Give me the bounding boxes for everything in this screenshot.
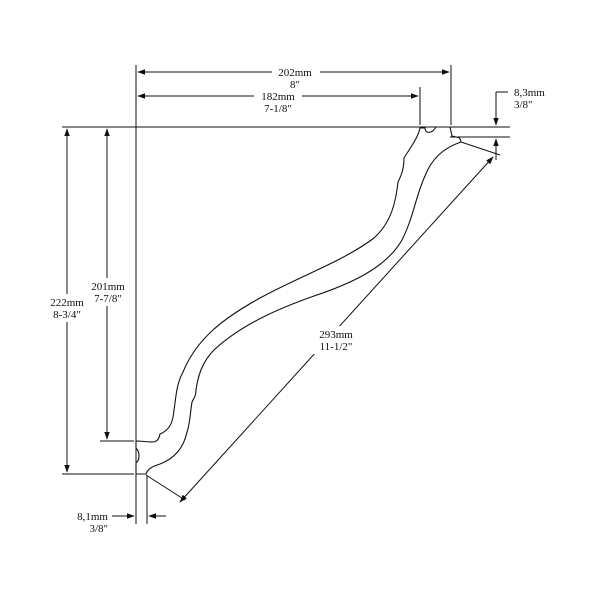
top-outer-metric: 202mm xyxy=(278,67,312,79)
diagonal-metric: 293mm xyxy=(319,329,353,341)
diagonal-imperial: 11-1/2" xyxy=(320,341,353,353)
left-inner-imperial: 7-7/8" xyxy=(94,293,122,305)
extension-lines xyxy=(62,65,510,524)
left-inner-metric: 201mm xyxy=(91,281,125,293)
bottom-left-small-metric: 8,1mm xyxy=(77,511,108,523)
molding-profile-outline xyxy=(135,126,462,475)
top-inner-imperial: 7-1/8" xyxy=(264,103,292,115)
dimension-labels: 202mm 8" 182mm 7-1/8" 8,3mm 3/8" 222mm 8… xyxy=(44,62,545,535)
left-outer-imperial: 8-3/4" xyxy=(53,309,81,321)
top-right-small-metric: 8,3mm xyxy=(514,87,545,99)
left-outer-metric: 222mm xyxy=(50,297,84,309)
top-right-small-imperial: 3/8" xyxy=(514,99,533,111)
bottom-left-small-imperial: 3/8" xyxy=(89,523,108,535)
top-inner-metric: 182mm xyxy=(261,91,295,103)
top-outer-imperial: 8" xyxy=(290,79,300,91)
